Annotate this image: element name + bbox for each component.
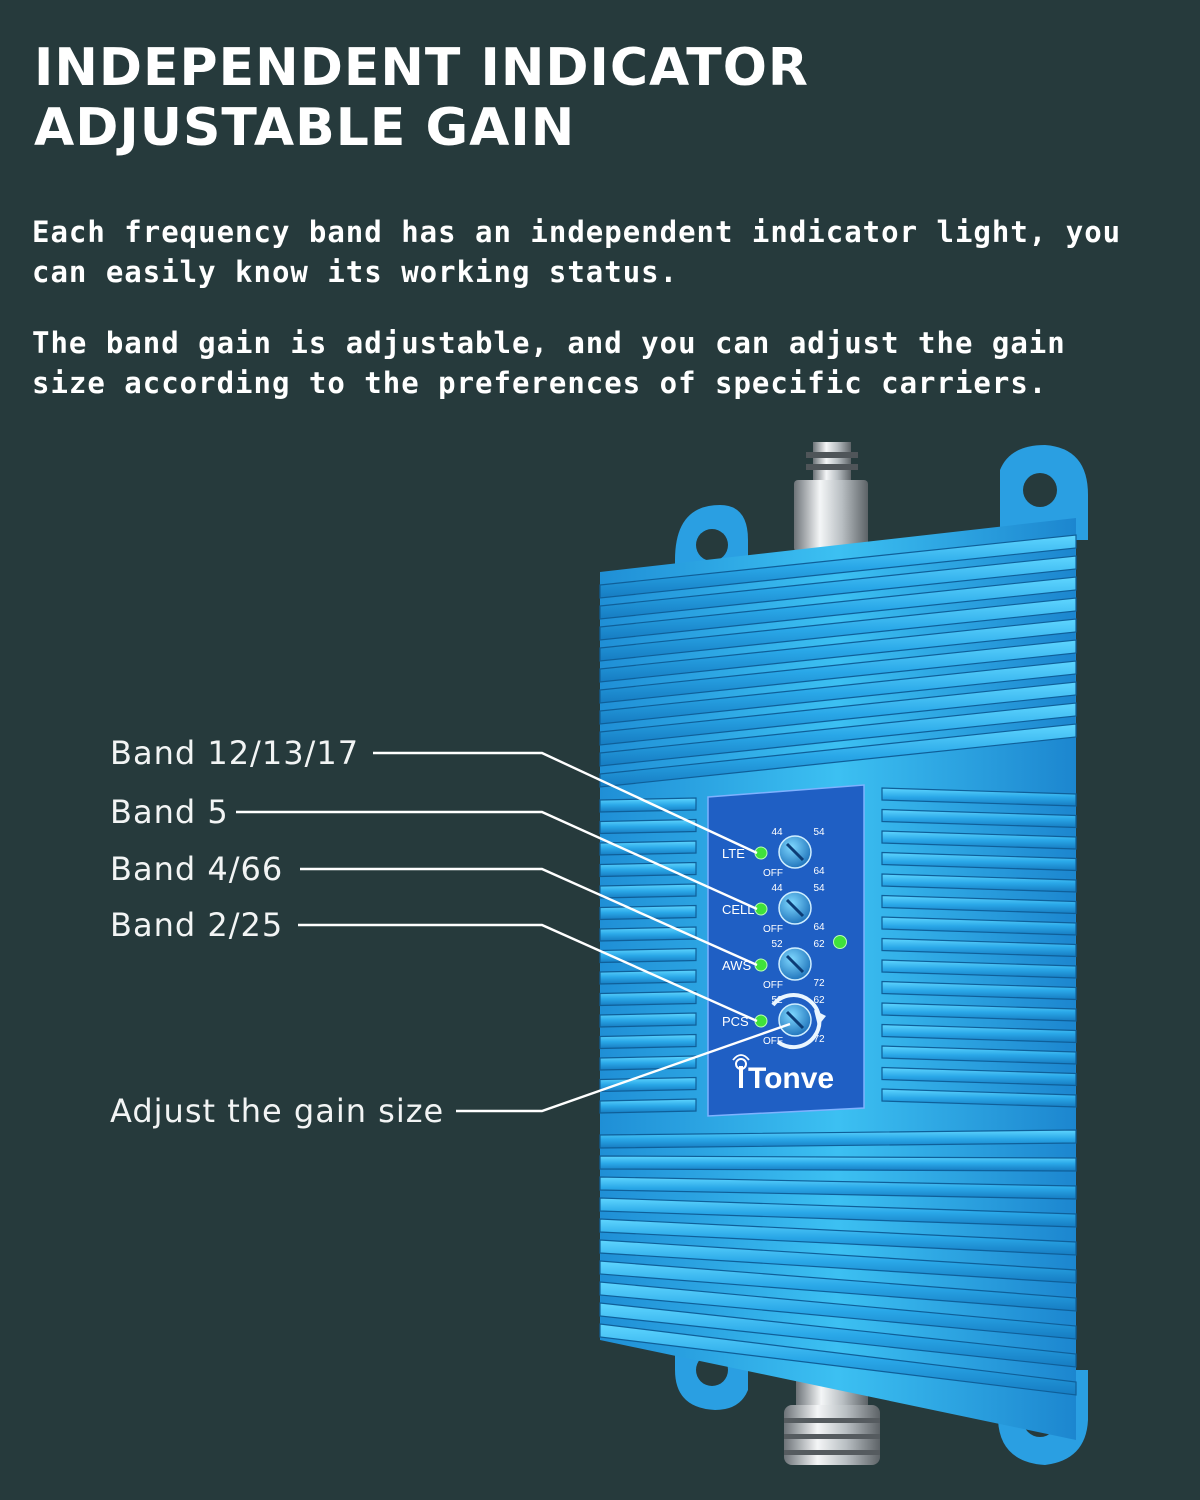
callout-band-5: Band 5 [110,793,229,831]
heatsink-fin [599,555,1077,620]
heatsink-fin [881,980,1077,1001]
callout-band-2-25: Band 2/25 [110,906,284,944]
heatsink-fin [599,818,697,835]
heatsink-fin [599,534,1077,599]
band-label: LTE [722,846,745,861]
heatsink-fin [881,916,1077,936]
paragraph-gain: The band gain is adjustable, and you can… [32,326,1066,400]
gain-scale-max: 72 [813,1034,825,1045]
heatsink-body [599,518,1077,1440]
heatsink-fin [599,969,697,985]
callout-adjust-gain: Adjust the gain size [110,1092,445,1130]
heatsink-fin [599,1155,1077,1172]
gain-scale-off: OFF [763,868,783,879]
heatsink-fin [599,1260,1077,1312]
heatsink-fin [599,1129,1077,1149]
heatsink-fin [881,1045,1077,1065]
heatsink-fin [599,904,697,921]
band-label: CELL [722,902,755,917]
knob-slot [785,842,805,862]
gain-scale-low: 44 [771,827,783,838]
heatsink-fin [599,990,697,1007]
gain-scale-off: OFF [763,980,783,991]
heatsink-fin [599,883,697,899]
heatsink-fin [599,639,1077,704]
power-indicator-light [833,935,847,949]
heatsink-fin [881,1002,1077,1022]
band-label: PCS [722,1014,749,1029]
heatsink-fin [599,597,1077,662]
brand-name: Tonve [748,1062,834,1095]
knob-slot [785,1010,805,1030]
heatsink-fin [599,861,697,878]
heatsink-fin [599,702,1077,767]
heatsink-fin [599,1098,697,1114]
heatsink-fin [599,1033,697,1050]
heatsink-fin [599,681,1077,746]
rotate-arrowhead-icon [814,1010,826,1026]
heatsink-fin [599,797,697,813]
heatsink-fin [881,937,1077,958]
gain-scale-off: OFF [763,1036,783,1047]
headline-line-1: INDEPENDENT INDICATOR [34,38,809,98]
heatsink-fin [599,1323,1077,1396]
heatsink-fin [599,1239,1077,1284]
heatsink-fin [599,1176,1077,1200]
knob-slot [785,898,805,918]
heatsink-fin [599,576,1077,641]
gain-scale-low: 52 [771,939,783,950]
callout-band-12-13-17: Band 12/13/17 [110,734,360,772]
heatsink-fin [599,1012,697,1028]
gain-scale-max: 64 [813,866,825,877]
heatsink-fin [881,1088,1077,1108]
heatsink-fin [599,1218,1077,1256]
brand-logo-icon [732,1054,750,1088]
headline: INDEPENDENT INDICATOR ADJUSTABLE GAIN [34,38,809,158]
heatsink-fin [599,947,697,964]
gain-scale-off: OFF [763,924,783,935]
top-antenna-connector [794,442,868,552]
headline-line-2: ADJUSTABLE GAIN [34,98,576,158]
gain-scale-max: 64 [813,922,825,933]
heatsink-fin [599,723,1077,788]
heatsink-fin [881,808,1077,829]
heatsink-fin [881,894,1077,915]
heatsink-fin [881,830,1077,850]
heatsink-fin [599,1197,1077,1228]
heatsink-fin [599,926,697,942]
paragraph-indicator: Each frequency band has an independent i… [32,215,1122,289]
gain-scale-low: 44 [771,883,783,894]
heatsink-fin [599,618,1077,683]
heatsink-fin [881,1023,1077,1044]
heatsink-fin [599,660,1077,725]
heatsink-fin [881,873,1077,893]
band-label: AWS [722,958,751,973]
heatsink-fin [881,851,1077,872]
heatsink-fin [599,1281,1077,1340]
heatsink-fin [881,787,1077,807]
gain-scale-high: 62 [813,995,825,1006]
heatsink-fin [599,840,697,856]
gain-scale-high: 54 [813,827,825,838]
heatsink-fin [599,1302,1077,1368]
gain-scale-high: 54 [813,883,825,894]
knob-slot [785,954,805,974]
gain-scale-max: 72 [813,978,825,989]
leader-lines [236,751,791,1113]
gain-scale-high: 62 [813,939,825,950]
heatsink-fin [881,1066,1077,1087]
callout-band-4-66: Band 4/66 [110,850,284,888]
heatsink-fin [881,959,1077,979]
